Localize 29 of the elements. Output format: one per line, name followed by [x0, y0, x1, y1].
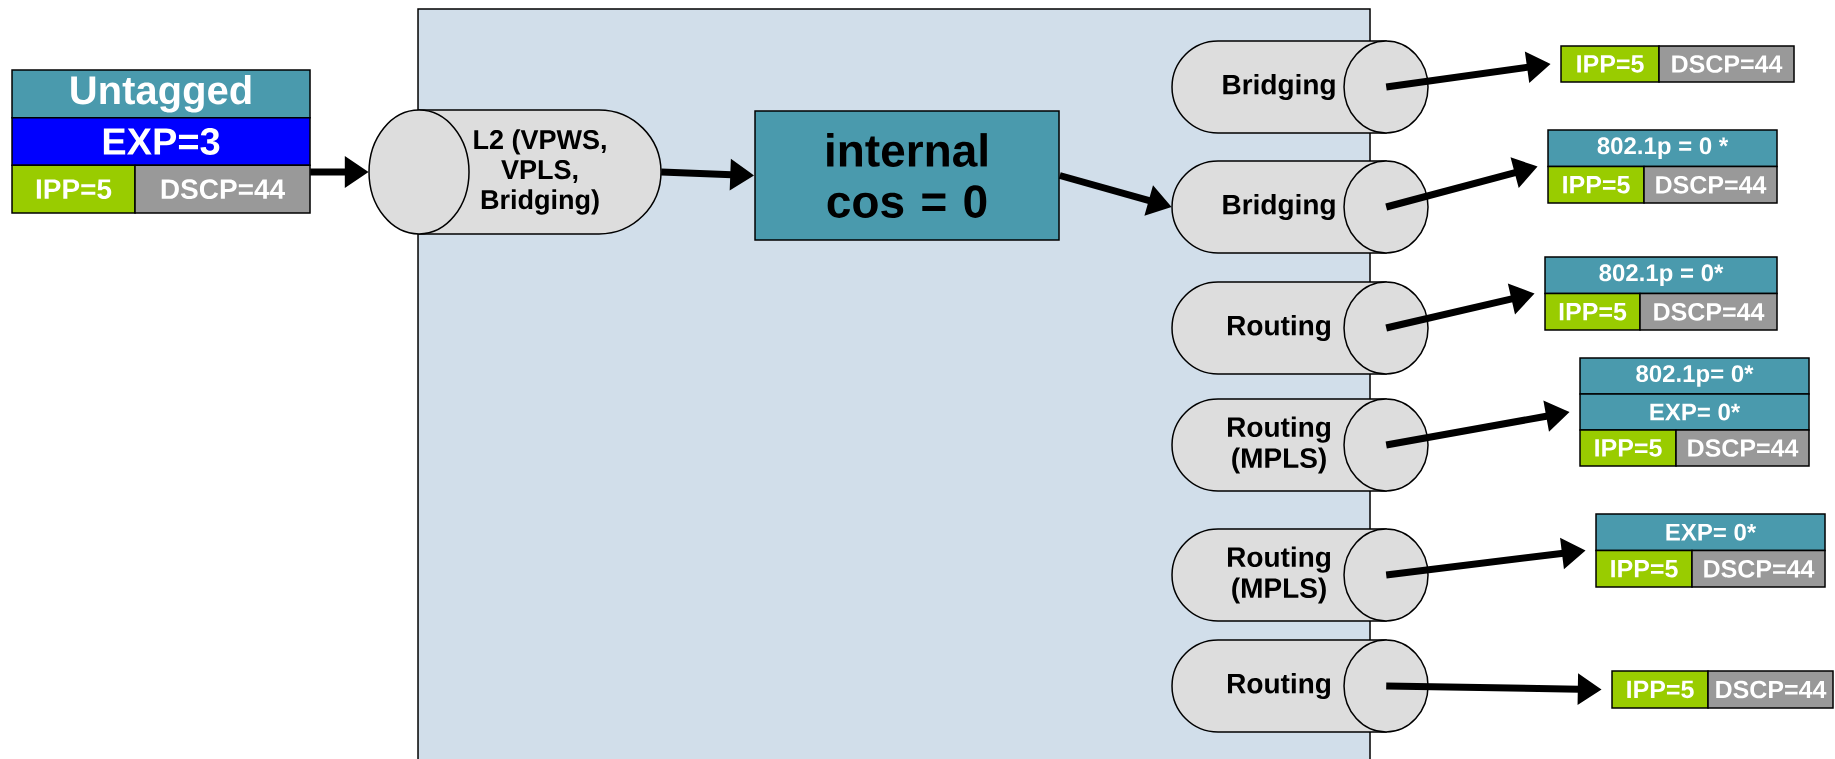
cylinder: Routing	[1171, 281, 1429, 375]
header-field: IPP=5	[1544, 292, 1641, 331]
header-field: DSCP=44	[1675, 429, 1810, 467]
cylinder: Routing (MPLS)	[1171, 528, 1429, 622]
header-field: DSCP=44	[1643, 165, 1778, 204]
cylinder: Routing	[1171, 639, 1429, 733]
header-field: EXP= 0*	[1595, 513, 1826, 552]
header-field: 802.1p = 0*	[1544, 256, 1778, 295]
header-field: DSCP=44	[1707, 670, 1834, 709]
cylinder: L2 (VPWS, VPLS, Bridging)	[368, 109, 662, 235]
cylinder: Bridging	[1171, 40, 1429, 134]
header-field: DSCP=44	[1639, 292, 1778, 331]
header-field: IPP=5	[11, 164, 136, 214]
header-field: Untagged	[11, 69, 311, 119]
header-field: EXP= 0*	[1579, 393, 1810, 431]
cylinder: Routing (MPLS)	[1171, 398, 1429, 492]
header-field: EXP=3	[11, 116, 311, 167]
header-field: IPP=5	[1595, 549, 1693, 588]
header-field: 802.1p= 0*	[1579, 357, 1810, 395]
header-field: IPP=5	[1560, 45, 1660, 83]
cylinder: Bridging	[1171, 160, 1429, 254]
header-field: IPP=5	[1547, 165, 1645, 204]
header-field: DSCP=44	[134, 164, 311, 214]
process-box: internal cos = 0	[754, 110, 1060, 241]
header-field: IPP=5	[1579, 429, 1677, 467]
header-field: 802.1p = 0 *	[1547, 129, 1778, 168]
header-field: DSCP=44	[1658, 45, 1795, 83]
header-field: IPP=5	[1611, 670, 1709, 709]
header-field: DSCP=44	[1691, 549, 1826, 588]
